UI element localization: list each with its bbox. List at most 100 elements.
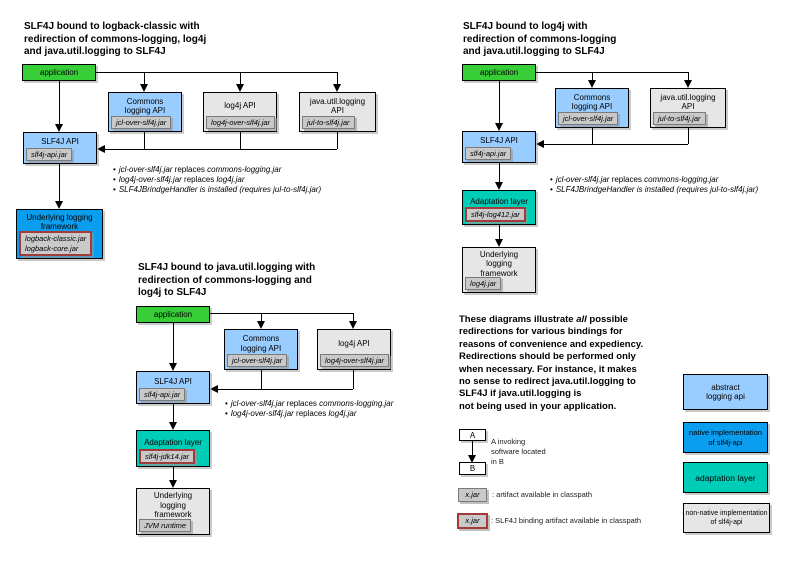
legend-binding-jar-tag: x.jar (457, 513, 488, 529)
connector-line (499, 225, 500, 239)
d2-application-box: application (462, 64, 536, 81)
legend-box-a-label: A (469, 430, 476, 440)
arrow-down-icon (55, 201, 63, 209)
arrow-down-icon (588, 80, 596, 88)
note-line: •log4j-over-slf4j.jar replaces log4j.jar (225, 409, 393, 419)
d1-notes: •jcl-over-slf4j.jar replaces commons-log… (113, 165, 321, 194)
d3-application-box: application (136, 306, 210, 323)
d3-underlying-framework-box: Underlying logging framework JVM runtime (136, 488, 210, 535)
binding-jar-tag: logback-classic.jar logback-core.jar (19, 231, 93, 256)
application-label: application (39, 67, 79, 77)
d1-log4j-api-box: log4j API log4j-over-slf4j.jar (203, 92, 277, 132)
connector-line (59, 164, 60, 201)
note-text: replaces (609, 175, 645, 184)
d3-commons-logging-api-box: Commons logging API jcl-over-slf4j.jar (224, 329, 298, 370)
legend-box-b: B (459, 462, 486, 475)
arrow-down-icon (495, 182, 503, 190)
d2-adaptation-layer-box: Adaptation layer slf4j-log412.jar (462, 190, 536, 225)
box-title: Underlying logging framework (153, 491, 193, 520)
legend-label: native implementation of slf4j-api (689, 428, 762, 447)
note-jar: SLF4JBrindgeHandler is installed (requir… (118, 184, 322, 194)
note-line: •SLF4JBrindgeHandler is installed (requi… (113, 185, 321, 195)
d3-notes: •jcl-over-slf4j.jar replaces commons-log… (225, 399, 393, 419)
connector-line (261, 313, 262, 321)
d1-jul-api-box: java.util.logging API jul-to-slf4j.jar (299, 92, 376, 132)
paragraph-text: These diagrams illustrate (459, 314, 577, 325)
note-jar: commons-logging.jar (207, 165, 282, 174)
legend-binding-jar-desc: : SLF4J binding artifact available in cl… (491, 516, 642, 525)
note-line: •jcl-over-slf4j.jar replaces commons-log… (550, 175, 758, 185)
connector-line (105, 149, 337, 150)
d2-notes: •jcl-over-slf4j.jar replaces commons-log… (550, 175, 758, 195)
box-title: log4j API (338, 338, 370, 348)
connector-line (499, 81, 500, 123)
note-line: •jcl-over-slf4j.jar replaces commons-log… (113, 165, 321, 175)
application-label: application (153, 309, 193, 319)
arrow-left-icon (210, 385, 218, 393)
connector-line (240, 72, 241, 84)
note-line: •log4j-over-slf4j.jar replaces log4j.jar (113, 175, 321, 185)
connector-line (337, 132, 338, 149)
arrow-down-icon (236, 84, 244, 92)
connector-line (353, 370, 354, 389)
note-jar: log4j-over-slf4j.jar (230, 408, 294, 418)
box-title: log4j API (224, 101, 256, 111)
d2-jul-api-box: java.util.logging API jul-to-slf4j.jar (650, 88, 726, 128)
connector-line (173, 467, 174, 480)
d2-slf4j-api-box: SLF4J API slf4j-api.jar (462, 131, 536, 163)
connector-line (173, 404, 174, 422)
bullet: • (225, 408, 228, 418)
arrow-down-icon (495, 123, 503, 131)
legend-box-b-label: B (469, 464, 476, 473)
arrow-down-icon (333, 84, 341, 92)
note-text: replaces (293, 408, 329, 418)
box-title: Underlying logging framework (26, 212, 93, 232)
diagram2-title: SLF4J bound to log4j with redirection of… (463, 21, 617, 57)
jar-tag: jul-to-slf4j.jar (653, 111, 706, 125)
connector-line (688, 128, 689, 144)
note-jar: log4j.jar (328, 408, 357, 418)
jar-tag: JVM runtime (139, 518, 192, 532)
arrow-down-icon (169, 363, 177, 371)
note-line: •SLF4JBrindgeHandler is installed (requi… (550, 185, 758, 195)
legend-invoke-text: A invoking software located in B (491, 437, 546, 466)
connector-line (472, 441, 473, 455)
legend-label: non-native implementation of slf4j-api (685, 510, 768, 526)
arrow-down-icon (349, 321, 357, 329)
binding-jar-tag: slf4j-log412.jar (465, 206, 526, 222)
connector-line (96, 72, 338, 73)
connector-line (210, 313, 353, 314)
jar-tag: jcl-over-slf4j.jar (111, 115, 172, 129)
legend-box-a: A (459, 429, 486, 441)
d3-adaptation-layer-box: Adaptation layer slf4j-jdk14.jar (136, 430, 210, 467)
box-title: SLF4J API (154, 376, 192, 386)
note-text: replaces (284, 399, 320, 408)
arrow-down-icon (495, 239, 503, 247)
box-title: java.util.logging API (660, 92, 716, 112)
arrow-left-icon (536, 140, 544, 148)
jar-tag: log4j.jar (465, 276, 502, 290)
connector-line (218, 389, 353, 390)
note-jar: log4j-over-slf4j.jar (118, 174, 182, 184)
d3-slf4j-api-box: SLF4J API slf4j-api.jar (136, 371, 210, 404)
connector-line (173, 323, 174, 363)
note-jar: jcl-over-slf4j.jar (118, 165, 173, 174)
arrow-down-icon (169, 422, 177, 430)
legend-label: adaptation layer (695, 472, 756, 483)
arrow-down-icon (55, 124, 63, 132)
connector-line (144, 132, 145, 149)
bullet: • (225, 399, 228, 408)
application-label: application (479, 67, 519, 77)
jar-tag: jcl-over-slf4j.jar (227, 353, 288, 367)
arrow-down-icon (684, 80, 692, 88)
legend-label: abstract logging api (706, 383, 745, 401)
connector-line (337, 72, 338, 84)
connector-line (59, 81, 60, 124)
d1-underlying-framework-box: Underlying logging framework logback-cla… (16, 209, 103, 259)
d2-underlying-framework-box: Underlying logging framework log4j.jar (462, 247, 536, 293)
diagram3-title: SLF4J bound to java.util.logging with re… (138, 262, 316, 298)
bullet: • (113, 184, 116, 194)
connector-line (544, 144, 688, 145)
bullet: • (550, 184, 553, 194)
